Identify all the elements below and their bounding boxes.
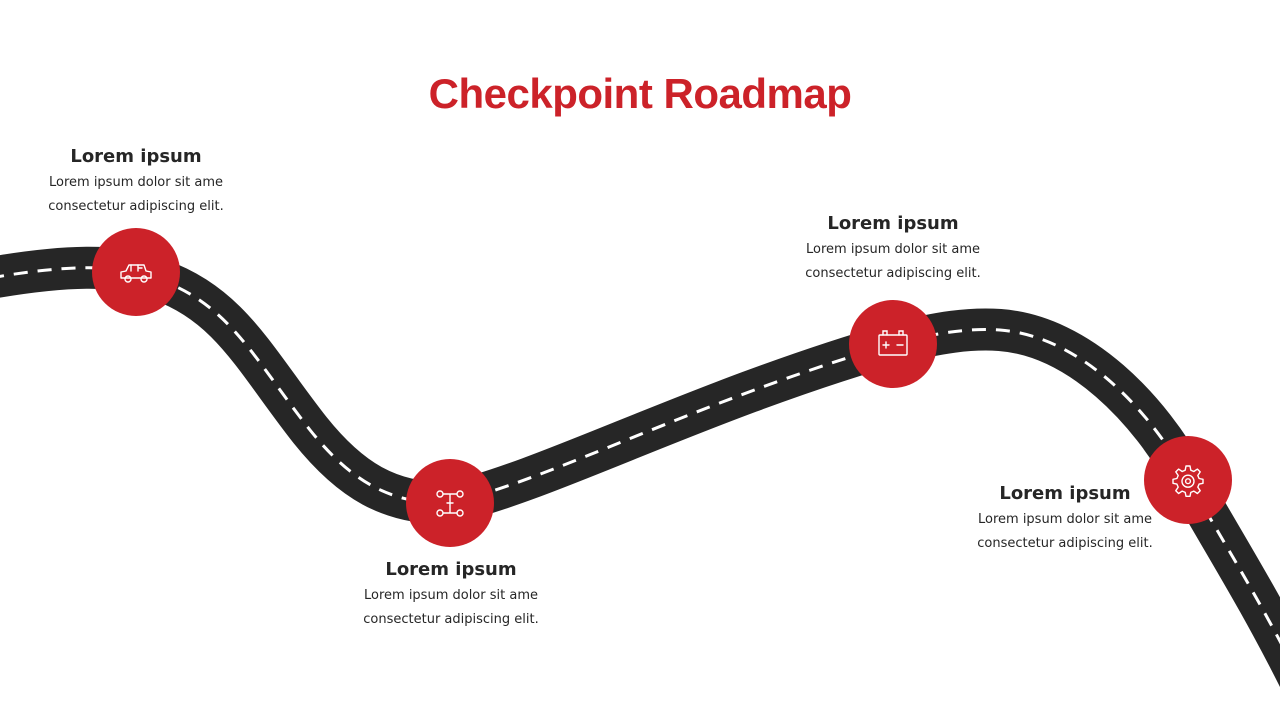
checkpoint-1-marker	[92, 228, 180, 316]
drivetrain-icon	[436, 490, 464, 517]
checkpoint-2-text-line-2: consectetur adipiscing elit.	[363, 612, 539, 627]
page-title: Checkpoint Roadmap	[428, 70, 852, 117]
checkpoint-2-label: Lorem ipsum Lorem ipsum dolor sit ame co…	[331, 558, 571, 632]
checkpoint-1-text-line-2: consectetur adipiscing elit.	[48, 199, 224, 214]
battery-icon	[878, 330, 908, 356]
checkpoint-4-text-line-1: Lorem ipsum dolor sit ame	[978, 512, 1152, 527]
checkpoint-3-text-line-1: Lorem ipsum dolor sit ame	[806, 242, 980, 257]
checkpoint-4-marker	[1144, 436, 1232, 524]
checkpoint-3-label: Lorem ipsum Lorem ipsum dolor sit ame co…	[773, 212, 1013, 286]
gear-icon	[1172, 465, 1204, 497]
checkpoint-3-text-line-2: consectetur adipiscing elit.	[805, 266, 981, 281]
checkpoint-4-label: Lorem ipsum Lorem ipsum dolor sit ame co…	[945, 482, 1185, 556]
checkpoint-2-title: Lorem ipsum	[385, 559, 517, 580]
checkpoint-4-text-line-2: consectetur adipiscing elit.	[977, 536, 1153, 551]
checkpoint-1-title: Lorem ipsum	[70, 146, 202, 167]
checkpoint-2-marker	[406, 459, 494, 547]
checkpoint-3-marker	[849, 300, 937, 388]
checkpoint-3-title: Lorem ipsum	[827, 213, 959, 234]
car-icon	[120, 264, 152, 283]
checkpoint-2-text-line-1: Lorem ipsum dolor sit ame	[364, 588, 538, 603]
checkpoint-1-text-line-1: Lorem ipsum dolor sit ame	[49, 175, 223, 190]
checkpoint-4-title: Lorem ipsum	[999, 483, 1131, 504]
checkpoint-1-label: Lorem ipsum Lorem ipsum dolor sit ame co…	[16, 145, 256, 219]
